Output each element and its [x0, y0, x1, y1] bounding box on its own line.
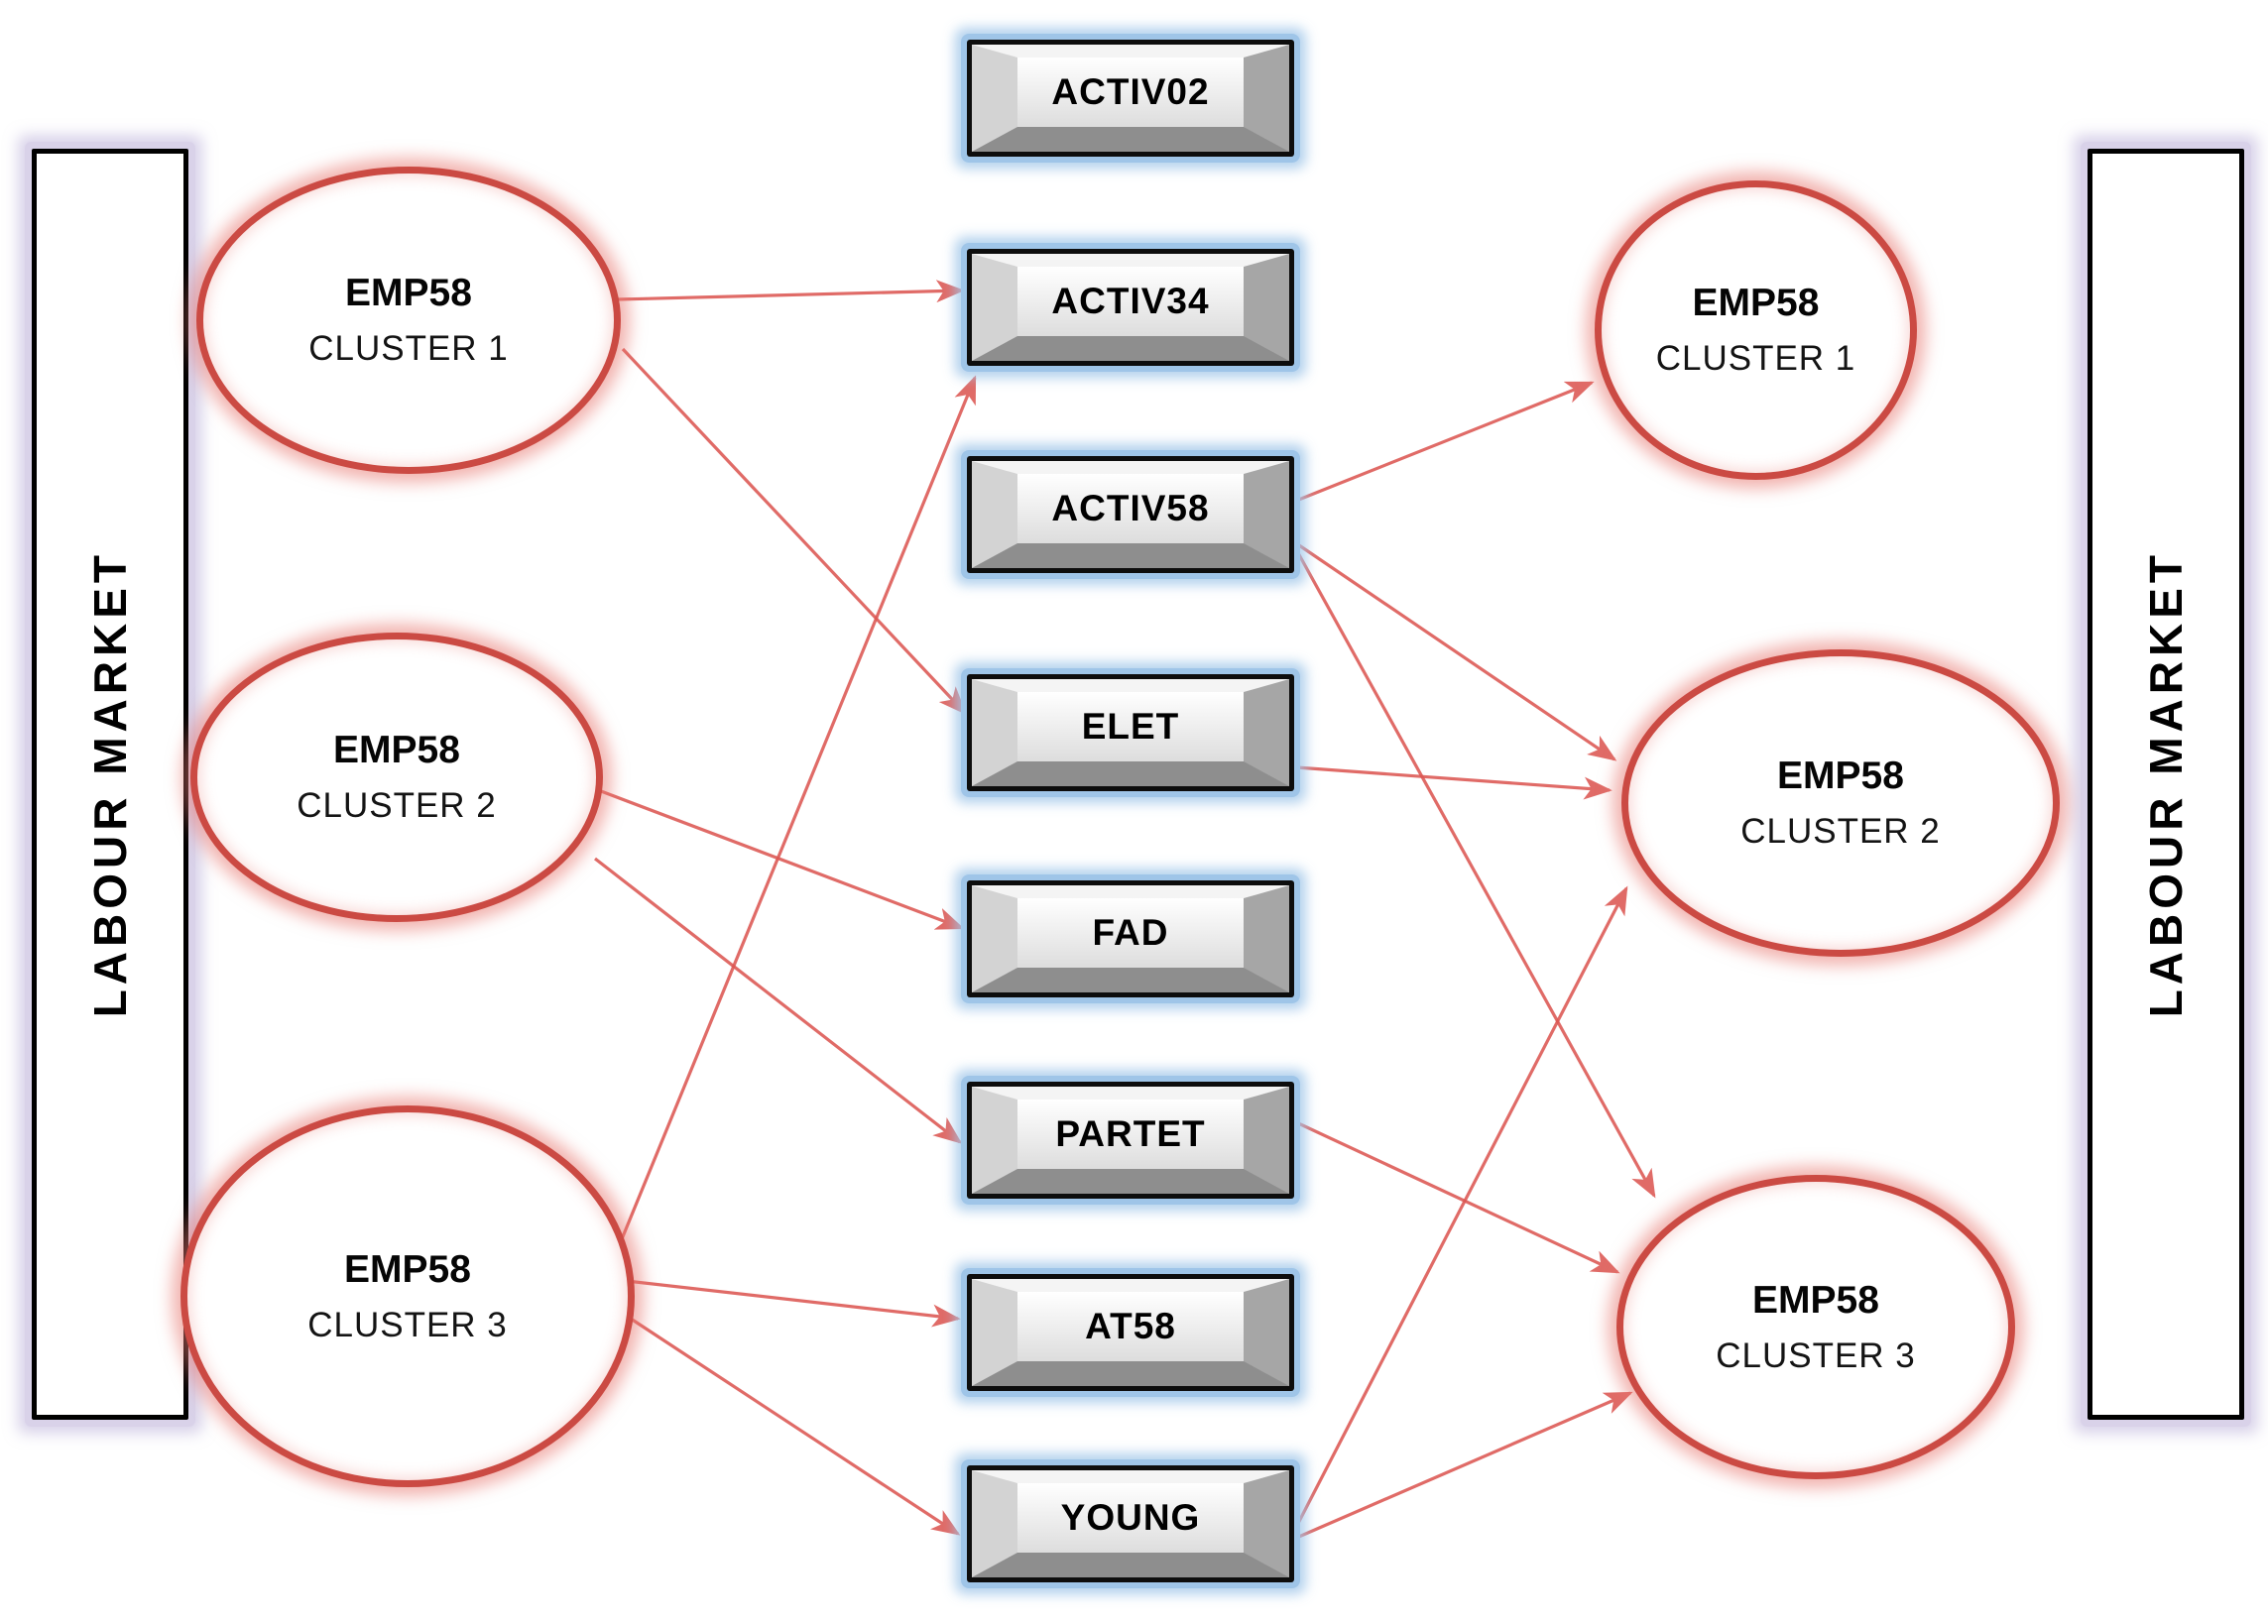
- cluster-number-label: CLUSTER 1: [1655, 339, 1856, 378]
- button-activ02: ACTIV02: [967, 40, 1294, 157]
- button-label: YOUNG: [1060, 1497, 1201, 1538]
- button-at58: AT58: [967, 1274, 1294, 1391]
- left-cluster-ellipse-1: EMP58 CLUSTER 1: [196, 167, 621, 474]
- arrow-left-cluster-2-to-PARTET: [594, 857, 963, 1144]
- arrow-left-cluster-3-to-YOUNG: [630, 1317, 961, 1536]
- left-cluster-ellipse-3: EMP58 CLUSTER 3: [180, 1105, 635, 1487]
- button-face: PARTET: [972, 1087, 1289, 1194]
- arrow-left-cluster-3-to-AT58: [626, 1279, 961, 1328]
- button-label: ACTIV02: [1051, 71, 1210, 112]
- cluster-code-label: EMP58: [1752, 1278, 1879, 1322]
- button-fad: FAD: [967, 880, 1294, 997]
- button-face: ACTIV02: [972, 45, 1289, 152]
- button-face: YOUNG: [972, 1470, 1289, 1577]
- arrow-PARTET-to-right-cluster-3: [1295, 1120, 1620, 1274]
- right-labour-market-bar: LABOUR MARKET: [2088, 149, 2244, 1420]
- button-face: ACTIV34: [972, 254, 1289, 361]
- right-cluster-ellipse-3: EMP58 CLUSTER 3: [1616, 1175, 2015, 1479]
- right-cluster-ellipse-1: EMP58 CLUSTER 1: [1595, 180, 1917, 480]
- button-label: ELET: [1081, 706, 1180, 747]
- cluster-number-label: CLUSTER 3: [1716, 1335, 1916, 1375]
- button-partet: PARTET: [967, 1082, 1294, 1199]
- cluster-number-label: CLUSTER 2: [297, 786, 497, 825]
- cluster-code-label: EMP58: [1692, 282, 1820, 324]
- arrow-YOUNG-to-right-cluster-3: [1293, 1391, 1633, 1541]
- button-young: YOUNG: [967, 1465, 1294, 1582]
- cluster-code-label: EMP58: [345, 272, 472, 314]
- right-cluster-ellipse-2: EMP58 CLUSTER 2: [1621, 649, 2060, 957]
- button-label: PARTET: [1055, 1113, 1206, 1154]
- arrow-left-cluster-1-to-ELET: [621, 347, 967, 716]
- cluster-number-label: CLUSTER 2: [1740, 812, 1941, 851]
- button-face: ELET: [972, 679, 1289, 786]
- button-label: ACTIV34: [1051, 281, 1210, 321]
- arrow-ACTIV58-to-right-cluster-3: [1295, 550, 1656, 1199]
- cluster-number-label: CLUSTER 3: [307, 1305, 508, 1344]
- left-labour-market-bar: LABOUR MARKET: [32, 149, 188, 1420]
- arrow-left-cluster-2-to-FAD: [600, 789, 965, 930]
- arrow-left-cluster-1-to-ACTIV34: [616, 280, 965, 303]
- arrow-left-cluster-3-to-ACTIV34: [615, 375, 977, 1252]
- cluster-code-label: EMP58: [344, 1247, 471, 1291]
- button-face: ACTIV58: [972, 461, 1289, 568]
- button-activ34: ACTIV34: [967, 249, 1294, 366]
- arrow-ACTIV58-to-right-cluster-1: [1295, 381, 1595, 503]
- button-face: FAD: [972, 885, 1289, 992]
- button-label: AT58: [1085, 1306, 1176, 1346]
- cluster-code-label: EMP58: [1777, 754, 1904, 797]
- button-elet: ELET: [967, 674, 1294, 791]
- cluster-code-label: EMP58: [333, 729, 460, 771]
- arrow-ELET-to-right-cluster-2: [1295, 765, 1612, 800]
- right-labour-market-label: LABOUR MARKET: [2140, 550, 2192, 1018]
- button-face: AT58: [972, 1279, 1289, 1386]
- button-label: ACTIV58: [1051, 488, 1210, 528]
- button-activ58: ACTIV58: [967, 456, 1294, 573]
- cluster-number-label: CLUSTER 1: [308, 329, 509, 368]
- arrow-ACTIV58-to-right-cluster-2: [1295, 541, 1617, 761]
- left-cluster-ellipse-2: EMP58 CLUSTER 2: [190, 633, 603, 922]
- button-label: FAD: [1092, 912, 1169, 953]
- left-labour-market-label: LABOUR MARKET: [84, 550, 136, 1018]
- arrow-YOUNG-to-right-cluster-2: [1290, 885, 1628, 1536]
